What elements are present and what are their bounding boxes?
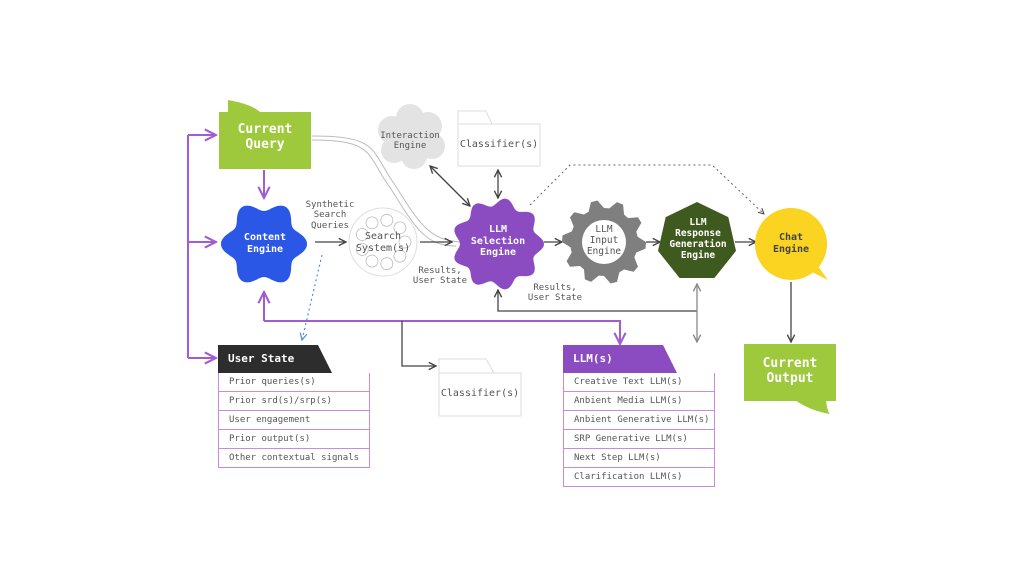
llm-response-generation-engine-node[interactable] bbox=[658, 202, 736, 278]
edge-results-to-selection bbox=[498, 290, 697, 312]
search-node-dot bbox=[393, 221, 407, 235]
user-state-table: User State Prior queries(s) Prior srd(s)… bbox=[218, 345, 370, 468]
llms-row: Anbient Generative LLM(s) bbox=[563, 411, 715, 430]
llms-header-shape bbox=[563, 345, 677, 373]
edge-to-classifier-bottom bbox=[401, 321, 436, 366]
llm-selection-engine-label: LLM Selection Engine bbox=[470, 224, 526, 258]
user-state-title: User State bbox=[228, 352, 295, 365]
llm-selection-engine-node[interactable] bbox=[454, 198, 544, 290]
content-engine-node[interactable] bbox=[221, 205, 307, 283]
search-node-dot bbox=[365, 254, 379, 268]
results-label-2: Results, User State bbox=[527, 283, 583, 304]
interaction-engine-label: Interaction Engine bbox=[380, 131, 440, 152]
edge-selection-to-chat-dotted bbox=[529, 164, 764, 214]
llms-table: LLM(s) Creative Text LLM(s) Anbient Medi… bbox=[563, 345, 715, 487]
edge-interaction-selection bbox=[430, 166, 470, 206]
llms-row: Anbient Media LLM(s) bbox=[563, 392, 715, 411]
search-node-dot bbox=[380, 257, 394, 271]
classifier-bottom-node[interactable] bbox=[438, 358, 522, 417]
llm-response-engine-label: LLM Response Generation Engine bbox=[669, 217, 727, 261]
search-node-dot bbox=[355, 243, 369, 256]
search-system-label: Search System(s) bbox=[355, 231, 411, 254]
user-state-feedback-lines bbox=[187, 135, 620, 358]
current-query-node[interactable] bbox=[219, 100, 311, 169]
user-state-row: Prior srd(s)/srp(s) bbox=[218, 392, 370, 411]
llms-row: SRP Generative LLM(s) bbox=[563, 430, 715, 449]
classifier-bottom-label: Classifier(s) bbox=[440, 388, 520, 399]
user-state-row: Prior queries(s) bbox=[218, 373, 370, 392]
llms-row: Next Step LLM(s) bbox=[563, 449, 715, 468]
current-query-label: Current Query bbox=[237, 122, 293, 152]
interaction-engine-node[interactable] bbox=[378, 104, 445, 169]
user-state-row: Other contextual signals bbox=[218, 449, 370, 468]
classifier-top-node[interactable] bbox=[457, 110, 541, 167]
classifier-top-label: Classifier(s) bbox=[459, 139, 539, 150]
search-node-dot bbox=[398, 235, 412, 249]
chat-engine-node[interactable] bbox=[755, 208, 828, 280]
user-state-row: Prior output(s) bbox=[218, 430, 370, 449]
user-state-header-shape bbox=[218, 345, 332, 373]
llms-row: Creative Text LLM(s) bbox=[563, 373, 715, 392]
edge-queries-to-user-state-dotted bbox=[302, 254, 323, 340]
llm-input-engine-label: LLM Input Engine bbox=[586, 224, 622, 257]
llms-row: Clarification LLM(s) bbox=[563, 468, 715, 487]
search-node-dot bbox=[380, 213, 394, 227]
search-node-dot bbox=[393, 249, 407, 263]
chat-engine-label: Chat Engine bbox=[772, 232, 810, 255]
user-state-row: User engagement bbox=[218, 411, 370, 430]
search-node-dot bbox=[365, 216, 379, 230]
search-node-dot bbox=[355, 228, 369, 241]
llms-title: LLM(s) bbox=[573, 352, 613, 365]
synthetic-queries-label: Synthetic Search Queries bbox=[305, 200, 355, 231]
query-passthrough-line bbox=[311, 135, 461, 247]
search-system-node[interactable] bbox=[348, 207, 418, 277]
content-engine-label: Content Engine bbox=[243, 232, 287, 255]
current-output-node[interactable] bbox=[744, 344, 836, 414]
llm-input-engine-node[interactable] bbox=[562, 200, 646, 284]
results-label-1: Results, User State bbox=[412, 266, 468, 287]
current-output-label: Current Output bbox=[762, 356, 818, 386]
